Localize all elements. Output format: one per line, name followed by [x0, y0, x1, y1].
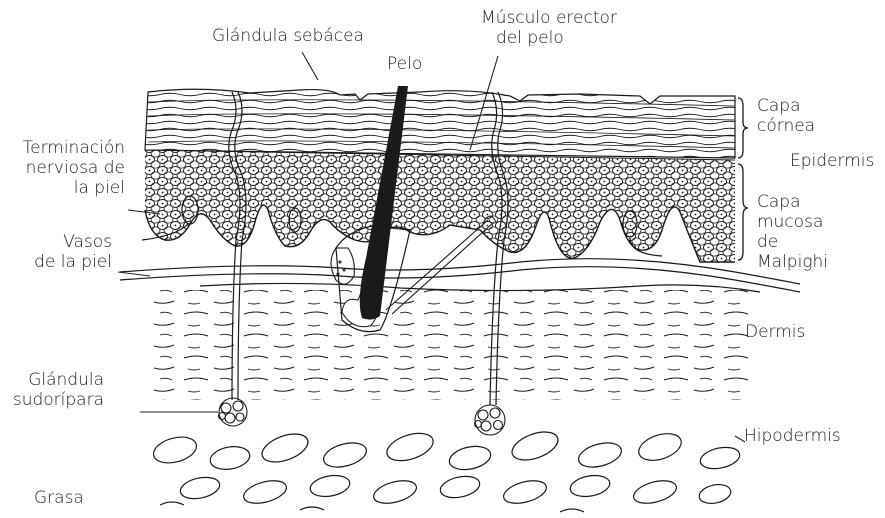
label-hipodermis: Hipodermis: [744, 426, 841, 446]
label-vasos-line1: Vasos: [0, 232, 112, 252]
label-terminacion-line3: la piel: [0, 178, 125, 198]
label-glandula-sudoripara-line2: sudorípara: [0, 390, 104, 410]
label-musculo-erector: Músculo erector del pelo: [481, 8, 617, 48]
label-vasos-piel: Vasos de la piel: [0, 232, 112, 272]
label-terminacion-line1: Terminación: [0, 138, 125, 158]
stratum-corneum: [145, 89, 735, 158]
label-musculo-erector-line1: Músculo erector: [481, 8, 617, 28]
dermis-tissue: [150, 290, 750, 400]
hypodermis-fat-cells: [151, 427, 742, 512]
label-vasos-line2: de la piel: [0, 252, 112, 272]
layer-braces: [738, 98, 748, 260]
label-capa-mucosa-line2: mucosa: [757, 212, 828, 232]
label-epidermis: Epidermis: [790, 151, 874, 171]
label-dermis: Dermis: [745, 322, 805, 342]
label-glandula-sebacea: Glándula sebácea: [212, 26, 364, 46]
label-pelo: Pelo: [387, 54, 422, 74]
label-grasa: Grasa: [34, 488, 84, 508]
label-glandula-sudoripara-line1: Glándula: [0, 370, 104, 390]
sweat-gland-coil-left: [219, 398, 248, 426]
label-musculo-erector-line2: del pelo: [481, 28, 617, 48]
label-capa-cornea: Capa córnea: [757, 96, 815, 136]
label-capa-mucosa-line4: Malpighi: [757, 252, 828, 272]
sebaceous-gland: [331, 248, 354, 284]
malpighian-layer: [140, 148, 740, 268]
label-terminacion-line2: nerviosa de: [0, 158, 125, 178]
label-capa-cornea-line1: Capa: [757, 96, 815, 116]
label-terminacion-nerviosa: Terminación nerviosa de la piel: [0, 138, 125, 198]
skin-vessels: [120, 259, 800, 292]
label-glandula-sudoripara: Glándula sudorípara: [0, 370, 104, 410]
label-capa-cornea-line2: córnea: [757, 116, 815, 136]
label-capa-mucosa: Capa mucosa de Malpighi: [757, 192, 828, 272]
label-capa-mucosa-line3: de: [757, 232, 828, 252]
sweat-gland-coil-right: [475, 405, 506, 435]
label-capa-mucosa-line1: Capa: [757, 192, 828, 212]
